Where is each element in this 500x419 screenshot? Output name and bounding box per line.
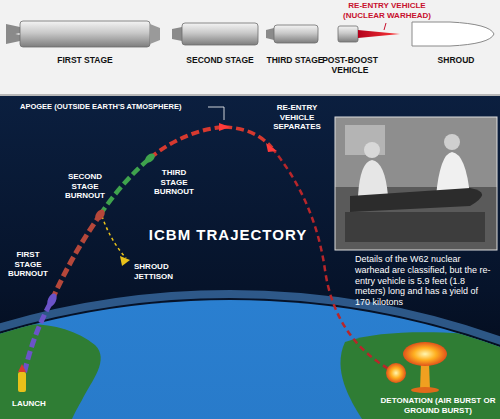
missile-marker xyxy=(18,372,26,392)
panel-divider xyxy=(0,94,500,96)
second-stage xyxy=(182,23,258,45)
callout-label: DETONATION (AIR BURST OR GROUND BURST) xyxy=(380,396,496,415)
part-label: POST-BOOST VEHICLE xyxy=(318,55,382,75)
atmosphere xyxy=(0,294,500,419)
photo-wall xyxy=(335,117,497,187)
interstage xyxy=(150,24,160,44)
land xyxy=(340,332,500,419)
post-boost-vehicle xyxy=(338,26,358,42)
land xyxy=(0,324,101,419)
callout-label: THIRD STAGE BURNOUT xyxy=(150,168,198,197)
re-entry-marker xyxy=(266,143,277,152)
burnout-marker xyxy=(45,292,58,308)
third-stage xyxy=(274,25,318,43)
nozzle xyxy=(6,32,20,44)
photo-figure xyxy=(364,142,380,158)
trajectory-segment xyxy=(224,127,272,148)
first-stage xyxy=(20,21,150,47)
photo-figure xyxy=(358,160,388,196)
mushroom-base xyxy=(411,387,439,393)
leader-line xyxy=(384,23,386,30)
photo-frame xyxy=(335,117,497,250)
callout-label: SECOND STAGE BURNOUT xyxy=(62,172,108,201)
nozzle xyxy=(266,28,274,40)
nozzle xyxy=(172,27,182,41)
trajectory-segment xyxy=(22,300,52,385)
trajectory-segment xyxy=(150,127,224,158)
burnout-marker xyxy=(144,152,157,164)
apogee-marker xyxy=(219,123,230,131)
shroud-path xyxy=(102,216,126,258)
callout-label: LAUNCH xyxy=(12,399,72,409)
leader-line xyxy=(208,107,224,120)
callout-label: SHROUD JETTISON xyxy=(134,262,190,281)
mushroom-cap xyxy=(403,342,447,366)
shroud-marker xyxy=(120,256,130,266)
callout-label: APOGEE (OUTSIDE EARTH'S ATMOSPHERE) xyxy=(20,102,210,111)
mushroom-stem xyxy=(420,362,430,390)
part-label: FIRST STAGE xyxy=(35,55,135,65)
re-entry-vehicle xyxy=(358,30,400,38)
callout-label: FIRST STAGE BURNOUT xyxy=(6,250,50,279)
shroud xyxy=(412,22,494,46)
photo-caption: Details of the W62 nuclear warhead are c… xyxy=(355,254,495,308)
photo-figure xyxy=(444,134,460,150)
photo-warhead xyxy=(350,188,482,212)
part-label: RE-ENTRY VEHICLE (NUCLEAR WARHEAD) xyxy=(333,1,441,20)
trajectory-segment xyxy=(100,158,150,215)
photo xyxy=(335,117,497,250)
burnout-marker xyxy=(93,208,106,222)
parts-panel xyxy=(0,0,500,95)
part-label: THIRD STAGE xyxy=(262,55,328,65)
photo-table xyxy=(345,212,485,242)
part-label: SECOND STAGE xyxy=(170,55,270,65)
trajectory-segment xyxy=(52,215,100,300)
part-label: SHROUD xyxy=(418,55,494,65)
air-burst xyxy=(386,363,406,383)
callout-label: RE-ENTRY VEHICLE SEPARATES xyxy=(262,103,332,132)
earth xyxy=(0,300,500,419)
missile-marker xyxy=(18,364,26,372)
diagram-heading: ICBM TRAJECTORY xyxy=(138,226,318,244)
